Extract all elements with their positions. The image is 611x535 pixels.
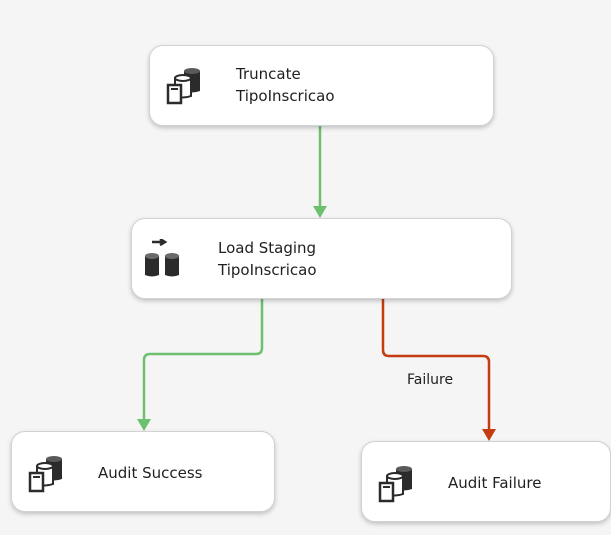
success-arrowhead-load — [313, 206, 327, 218]
task-audit-success[interactable]: Audit Success — [11, 431, 275, 512]
sql-task-icon — [378, 466, 412, 503]
task-label-line1: Truncate — [236, 65, 301, 83]
task-label-line1: Load Staging — [218, 239, 317, 257]
task-truncate-tipoinscricao[interactable]: Truncate TipoInscricao — [149, 45, 494, 126]
task-label: Load Staging TipoInscricao — [218, 237, 317, 281]
success-constraint-load-to-audit-success[interactable] — [142, 299, 264, 421]
failure-arrowhead-audit-failure — [482, 429, 496, 441]
task-audit-failure[interactable]: Audit Failure — [361, 441, 611, 522]
task-label: Audit Failure — [448, 474, 542, 492]
task-load-staging-tipoinscricao[interactable]: Load Staging TipoInscricao — [131, 218, 512, 299]
failure-constraint-label: Failure — [407, 372, 454, 388]
success-arrowhead-audit-success — [137, 419, 151, 431]
task-label: Truncate TipoInscricao — [236, 63, 335, 107]
task-label-line2: TipoInscricao — [218, 261, 317, 279]
sql-task-icon — [28, 456, 62, 493]
sql-task-icon — [166, 68, 200, 105]
failure-constraint-load-to-audit-failure[interactable] — [381, 299, 491, 431]
task-label-line2: TipoInscricao — [236, 87, 335, 105]
task-label: Audit Success — [98, 464, 203, 482]
data-flow-icon — [145, 239, 179, 277]
